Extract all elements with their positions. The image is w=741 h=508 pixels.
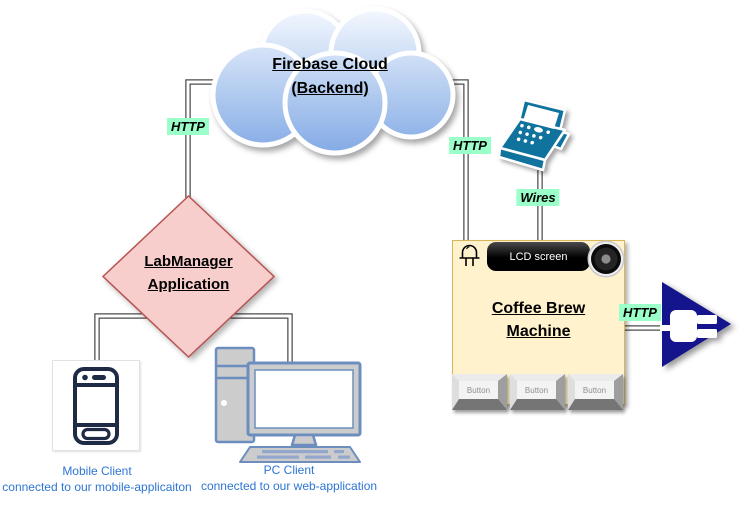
labmanager-node[interactable]	[100, 193, 277, 360]
terminal-node[interactable]	[497, 96, 580, 189]
pc-client-caption: PC Client connected to our web-applicati…	[189, 462, 389, 494]
machine-button-1[interactable]: Button	[452, 374, 507, 410]
http-label-left: HTTP	[167, 118, 209, 135]
cloud-shape	[210, 6, 456, 156]
diamond-title-line2: Application	[147, 276, 230, 293]
http-label-plug: HTTP	[619, 304, 661, 321]
mobile-client-caption: Mobile Client connected to our mobile-ap…	[0, 463, 197, 495]
machine-title: Coffee Brew Machine	[452, 297, 625, 343]
machine-button-3[interactable]: Button	[568, 374, 623, 410]
http-label-right: HTTP	[449, 137, 491, 154]
machine-button-1-label: Button	[466, 385, 491, 395]
smartphone-icon	[73, 366, 119, 445]
mobile-client-node[interactable]	[52, 360, 140, 451]
machine-button-2[interactable]: Button	[510, 374, 565, 410]
diamond-title: LabManager Application	[100, 250, 277, 296]
machine-title-line1: Coffee Brew	[491, 300, 586, 317]
payment-terminal-icon	[497, 98, 571, 172]
pc-client-subtitle: connected to our web-application	[200, 479, 378, 493]
cloud-title: Firebase Cloud (Backend)	[197, 53, 463, 101]
pc-client-title: PC Client	[263, 463, 315, 477]
diamond-shape	[101, 194, 276, 359]
machine-button-2-label: Button	[524, 385, 549, 395]
wires-label: Wires	[516, 189, 560, 206]
power-plug-arrow-icon	[660, 282, 731, 367]
machine-button-3-label: Button	[582, 385, 607, 395]
speaker-knob-icon	[586, 239, 626, 284]
cloud-title-line2: (Backend)	[291, 80, 369, 97]
power-plug-node[interactable]	[655, 275, 741, 380]
machine-title-line2: Machine	[506, 323, 571, 340]
mobile-client-subtitle: connected to our mobile-applicaiton	[2, 480, 192, 494]
led-icon	[456, 241, 483, 279]
diamond-title-line1: LabManager	[144, 253, 233, 270]
lcd-screen: LCD screen	[487, 242, 590, 271]
desktop-computer-icon	[214, 346, 362, 463]
mobile-client-title: Mobile Client	[62, 464, 132, 478]
lcd-screen-label: LCD screen	[509, 250, 568, 263]
cloud-title-line1: Firebase Cloud	[272, 56, 388, 73]
pc-client-node[interactable]	[210, 346, 362, 469]
firebase-cloud-node[interactable]	[197, 5, 463, 158]
